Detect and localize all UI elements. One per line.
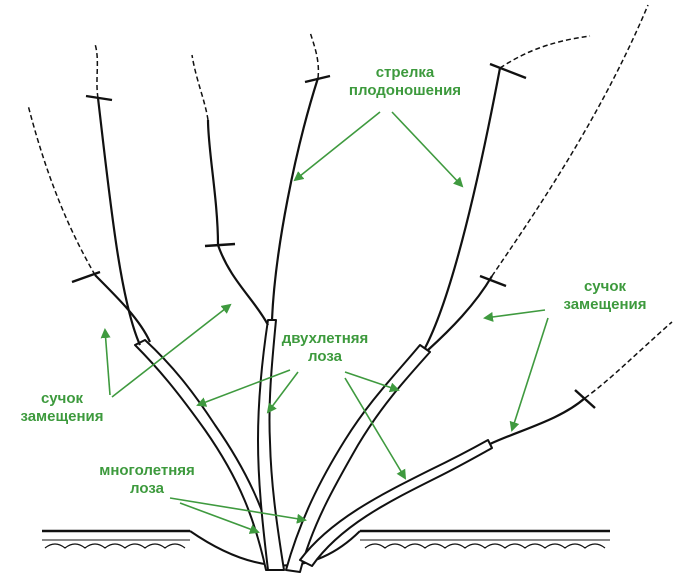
label-fruit-arrow-line2: плодоношения xyxy=(348,82,462,99)
label-two-year-line1: двухлетняя xyxy=(281,330,369,347)
label-replacement-left-line2: замещения xyxy=(20,408,104,425)
label-replacement-spur-right: сучок замещения xyxy=(545,278,665,314)
label-perennial-line2: лоза xyxy=(130,480,164,497)
label-perennial-line1: многолетняя xyxy=(99,462,195,479)
label-replacement-right-line2: замещения xyxy=(563,296,647,313)
cut-mark xyxy=(71,62,596,409)
fruit-canes xyxy=(94,67,586,445)
removed-growth xyxy=(27,4,673,399)
pointer-arrow xyxy=(100,111,549,534)
label-two-year-vine: двухлетняя лоза xyxy=(255,330,395,366)
label-replacement-left-line1: сучок xyxy=(40,390,84,407)
label-fruit-arrow-line1: стрелка xyxy=(375,64,435,81)
label-two-year-line2: лоза xyxy=(308,348,342,365)
label-fruit-arrow: стрелка плодоношения xyxy=(330,64,480,100)
label-perennial-vine: многолетняя лоза xyxy=(62,462,232,498)
label-replacement-right-line1: сучок xyxy=(583,278,627,295)
label-replacement-spur-left: сучок замещения xyxy=(2,390,122,426)
